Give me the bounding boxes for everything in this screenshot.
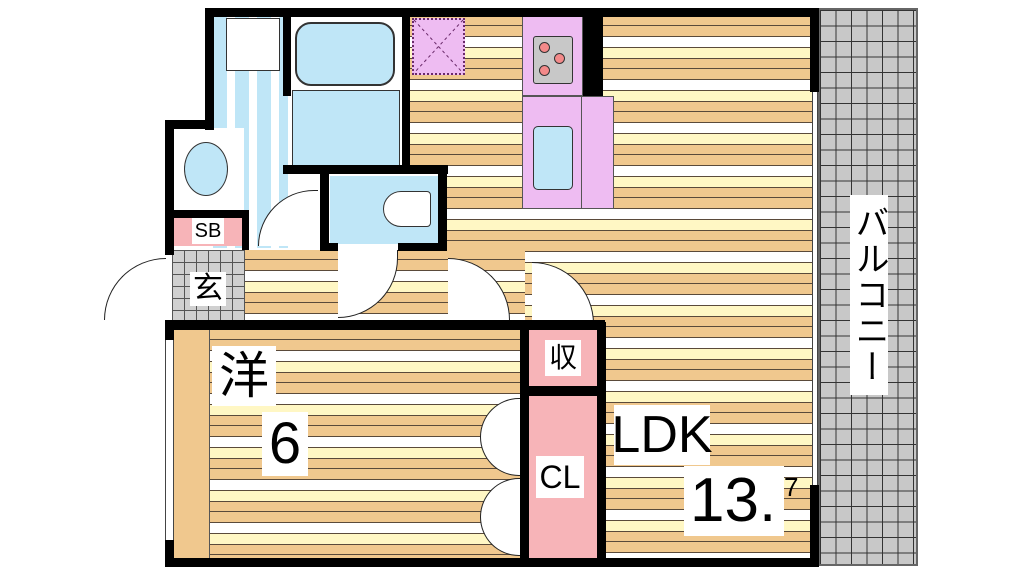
shoe-box-label: SB (192, 218, 224, 244)
wall (165, 120, 214, 129)
wall (242, 210, 249, 250)
kitchen-sink-icon (533, 126, 573, 190)
balcony-label: バルコニー (850, 195, 888, 395)
washbasin-icon (184, 142, 228, 196)
western-room-window-sill (172, 330, 210, 558)
stove-icon (533, 36, 573, 84)
wall (165, 120, 174, 255)
pillar (583, 16, 603, 96)
wall (205, 8, 818, 17)
closet-label: CL (536, 456, 584, 498)
wall (597, 322, 606, 566)
wall (283, 165, 448, 174)
wall (402, 16, 410, 171)
washing-machine-space (226, 18, 280, 71)
balcony-window (812, 90, 818, 490)
ldk-size-decimal: 7 (784, 472, 799, 502)
western-room-size: 6 (262, 412, 308, 476)
wall (810, 485, 819, 567)
wall (810, 8, 819, 92)
storage-label: 収 (545, 340, 581, 376)
shower-floor (292, 90, 400, 166)
fridge-cross-icon (413, 19, 464, 74)
wall (320, 165, 329, 250)
wall (398, 243, 447, 251)
wall (165, 558, 818, 567)
kitchen-divider (581, 96, 582, 209)
wall (205, 8, 214, 130)
wall (320, 243, 338, 251)
ldk-label: LDK (611, 405, 713, 465)
entrance-label: 玄 (190, 272, 226, 306)
wall (165, 320, 605, 330)
ldk-size: 13. (684, 466, 784, 536)
wall (283, 16, 291, 96)
entrance-door[interactable] (104, 258, 166, 320)
wall (520, 320, 529, 566)
wall (438, 165, 447, 250)
bathtub-icon (295, 22, 395, 86)
toilet-icon (383, 191, 431, 227)
western-room-label: 洋 (212, 346, 276, 406)
western-window (165, 340, 174, 540)
wall (520, 386, 604, 396)
wall (165, 210, 247, 218)
